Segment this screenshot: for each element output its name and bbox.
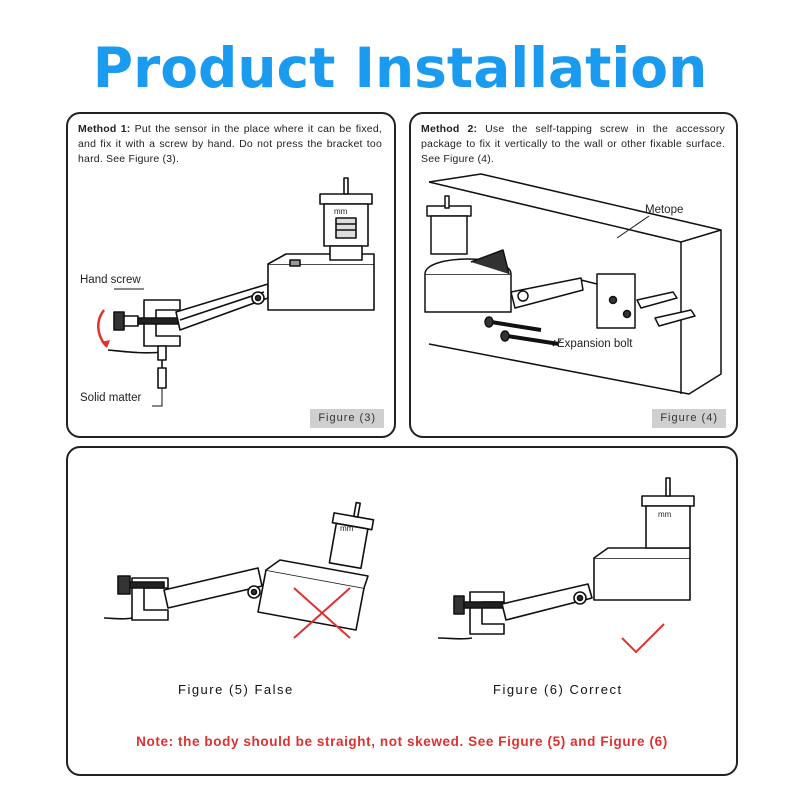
page-title: Product Installation	[92, 36, 708, 100]
figure-5-false-illustration	[103, 501, 375, 631]
expansion-bolt-label: Expansion bolt	[557, 338, 633, 350]
figure-4-illustration	[424, 173, 722, 395]
figure-3-tag: Figure (3)	[310, 409, 384, 428]
gauge-unit-label: mm	[334, 207, 348, 216]
correct-check-icon	[621, 623, 665, 654]
figure-3-illustration	[97, 177, 375, 407]
figure-5-caption: Figure (5) False	[178, 682, 294, 697]
method-2-panel: Method 2: Use the self-tapping screw in …	[409, 112, 738, 438]
method-2-text: Use the self-tapping screw in the access…	[421, 123, 725, 165]
method-1-heading: Method 1:	[78, 123, 131, 135]
figure-4-tag: Figure (4)	[652, 409, 726, 428]
method-1-panel: Method 1: Put the sensor in the place wh…	[66, 112, 396, 438]
hand-screw-label: Hand screw	[80, 274, 141, 286]
false-cross-icon	[293, 587, 351, 639]
metope-label: Metope	[645, 204, 684, 216]
figure-6-gauge-unit: mm	[658, 510, 672, 519]
figure-5-gauge-unit: mm	[340, 524, 354, 533]
method-2-heading: Method 2:	[421, 123, 478, 135]
figure-6-correct-illustration	[437, 477, 695, 640]
solid-matter-label: Solid matter	[80, 392, 142, 404]
installation-note: Note: the body should be straight, not s…	[136, 734, 668, 749]
figure-6-caption: Figure (6) Correct	[493, 682, 623, 697]
comparison-panel: mm mm Figure (5) False Figure (6) Correc…	[66, 446, 738, 776]
figure-5-6-illustration	[103, 477, 695, 654]
method-2-instructions: Method 2: Use the self-tapping screw in …	[421, 122, 725, 167]
method-1-text: Put the sensor in the place where it can…	[78, 123, 382, 165]
method-1-instructions: Method 1: Put the sensor in the place wh…	[78, 122, 382, 167]
